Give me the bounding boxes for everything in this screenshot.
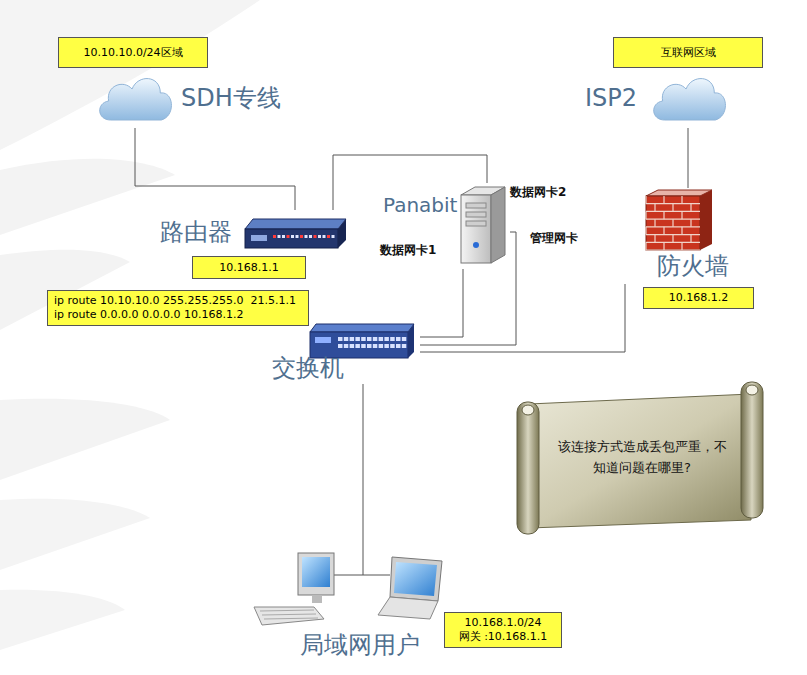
lan-device: 局域网用户 <box>250 545 460 669</box>
box-text: 互联网区域 <box>661 46 716 60</box>
device-label: Panabit <box>383 193 457 217</box>
ip-label-box: 10.10.10.0/24区域 <box>58 37 208 68</box>
note-scroll: 该连接方式造成丢包严重，不知道问题在哪里? <box>515 380 767 536</box>
box-text: 10.168.1.2 <box>669 291 728 305</box>
switch-device: 交换机 <box>270 320 420 384</box>
cloud-icon <box>95 72 173 126</box>
fw-icon <box>640 190 716 252</box>
nic-label: 数据网卡2 <box>510 184 566 201</box>
cloud-device: ISP2 <box>583 70 743 128</box>
device-label: SDH专线 <box>181 84 281 113</box>
device-label: 交换机 <box>272 354 344 383</box>
network-link <box>135 128 295 210</box>
scroll-shape <box>515 380 767 536</box>
nic-label: 管理网卡 <box>530 230 578 247</box>
box-text: 10.168.1.0/24 <box>464 616 541 630</box>
box-text: 网关 :10.168.1.1 <box>459 630 548 644</box>
network-link <box>363 384 364 545</box>
box-text: 10.10.10.0/24区域 <box>83 46 182 60</box>
router-device: 路由器 <box>160 210 350 254</box>
ip-label-box: 10.168.1.0/24网关 :10.168.1.1 <box>444 612 562 648</box>
cloud-icon <box>649 72 727 126</box>
network-link <box>688 128 689 188</box>
ip-label-box: 10.168.1.1 <box>192 256 306 279</box>
device-label: 局域网用户 <box>300 631 420 660</box>
cloud-device: SDH专线 <box>95 70 295 128</box>
ip-label-box: 10.168.1.2 <box>643 287 754 309</box>
device-label: 路由器 <box>160 218 232 247</box>
box-text: ip route 10.10.10.0 255.255.255.0 21.5.1… <box>54 294 296 308</box>
fw-device: 防火墙 <box>615 188 745 284</box>
box-text: ip route 0.0.0.0 0.0.0.0 10.168.1.2 <box>54 308 244 322</box>
device-label: ISP2 <box>585 84 637 113</box>
note-text: 该连接方式造成丢包严重，不知道问题在哪里? <box>553 400 731 516</box>
nic-label: 数据网卡1 <box>380 242 436 259</box>
ip-label-box: ip route 10.10.10.0 255.255.255.0 21.5.1… <box>47 290 309 326</box>
network-link <box>420 284 625 352</box>
network-link <box>420 269 463 337</box>
router-icon <box>243 215 348 252</box>
ip-label-box: 互联网区域 <box>613 37 763 68</box>
device-label: 防火墙 <box>657 252 729 281</box>
box-text: 10.168.1.1 <box>219 261 278 275</box>
lan-icon <box>250 545 460 629</box>
server-icon <box>457 185 507 267</box>
